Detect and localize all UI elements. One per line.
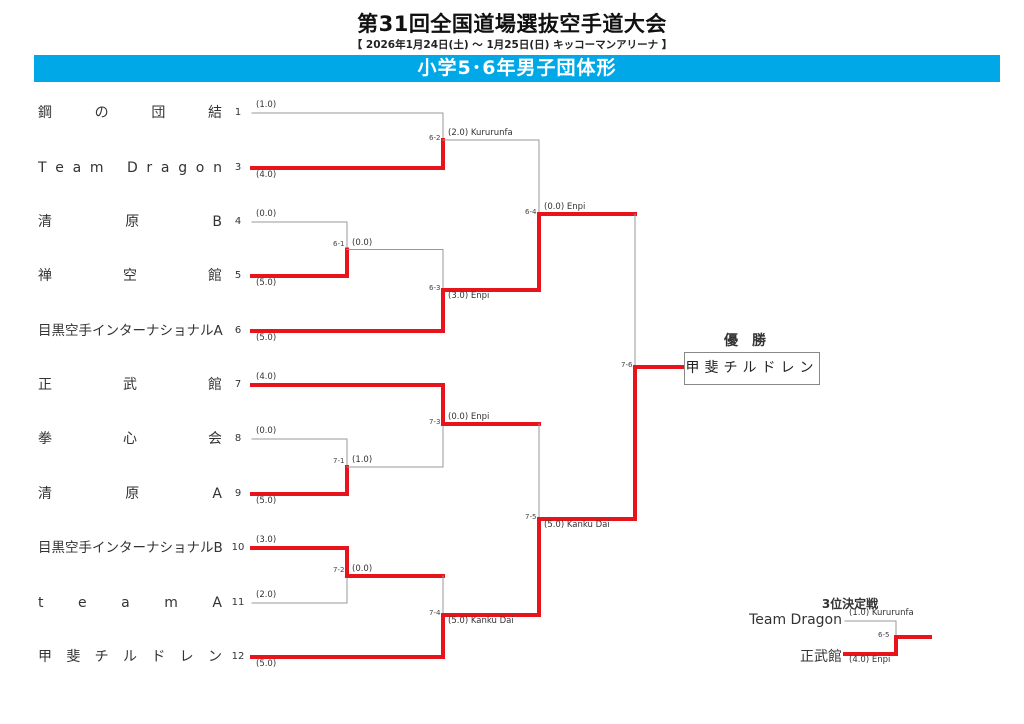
team-score: (5.0)	[256, 333, 277, 343]
match-id: 7-1	[333, 457, 345, 465]
team-name: 目黒空手インターナショナルB	[38, 540, 223, 556]
match-score: (0.0) Enpi	[544, 202, 586, 212]
team-score: (4.0)	[256, 372, 277, 382]
tournament-title: 第31回全国道場選抜空手道大会	[357, 12, 667, 36]
team-seed: 11	[231, 597, 245, 608]
team-seed: 1	[234, 107, 242, 118]
team-seed: 7	[234, 379, 242, 390]
match-id: 6-5	[878, 631, 890, 639]
match-id: 6-1	[333, 239, 345, 248]
match-id: 7-6	[621, 361, 633, 369]
third-place-bottom-score: (4.0) Enpi	[849, 655, 891, 665]
team-seed: 8	[234, 433, 242, 444]
team-score: (3.0)	[256, 535, 277, 545]
team-name: 鋼の団結	[38, 105, 222, 121]
match-score: (5.0) Kanku Dai	[544, 520, 610, 530]
team-score: (0.0)	[256, 426, 277, 436]
third-place-team-bottom: 正武館	[800, 649, 842, 665]
team-seed: 6	[234, 325, 242, 336]
team-name: 目黒空手インターナショナルA	[38, 323, 223, 339]
match-id: 7-2	[333, 566, 345, 574]
match-score: (0.0) Enpi	[448, 412, 490, 422]
division-banner: 小学5･6年男子団体形	[34, 55, 1000, 82]
match-id: 7-3	[429, 418, 441, 426]
team-score: (1.0)	[256, 100, 277, 110]
team-name: 拳心会	[38, 431, 222, 447]
match-id: 7-5	[525, 513, 537, 521]
team-name: 禅空館	[38, 268, 222, 284]
champion-box: 甲斐チルドレン	[684, 352, 820, 385]
team-score: (4.0)	[256, 170, 277, 180]
match-score: (0.0)	[352, 564, 373, 574]
team-score: (0.0)	[256, 209, 277, 219]
team-seed: 3	[234, 162, 242, 173]
team-seed: 10	[231, 542, 245, 553]
team-seed: 4	[234, 216, 242, 227]
team-name: 甲斐チルドレン	[38, 649, 222, 665]
match-id: 6-4	[525, 208, 537, 216]
tournament-date-venue: 【 2026年1月24日(土) ～ 1月25日(日) キッコーマンアリーナ 】	[351, 39, 673, 51]
match-score: (3.0) Enpi	[448, 291, 490, 301]
team-score: (2.0)	[256, 590, 277, 600]
match-id: 6-2	[429, 134, 441, 142]
match-score: (0.0)	[352, 237, 373, 248]
third-place-title: 3位決定戦	[821, 597, 879, 611]
match-score: (2.0) Kururunfa	[448, 128, 513, 138]
match-id: 6-3	[429, 284, 441, 292]
team-score: (5.0)	[256, 659, 277, 669]
team-seed: 9	[234, 488, 242, 499]
third-place-top-score: (1.0) Kururunfa	[849, 608, 914, 618]
match-score: (1.0)	[352, 455, 373, 465]
match-id: 7-4	[429, 609, 441, 617]
team-score: (5.0)	[256, 278, 277, 288]
team-seed: 12	[231, 651, 245, 662]
team-score: (5.0)	[256, 496, 277, 506]
champion-label: 優勝	[724, 333, 780, 349]
team-name: 正武館	[38, 377, 222, 393]
third-place-team-top: Team Dragon	[749, 612, 842, 628]
match-score: (5.0) Kanku Dai	[448, 616, 514, 626]
team-seed: 5	[234, 270, 242, 281]
